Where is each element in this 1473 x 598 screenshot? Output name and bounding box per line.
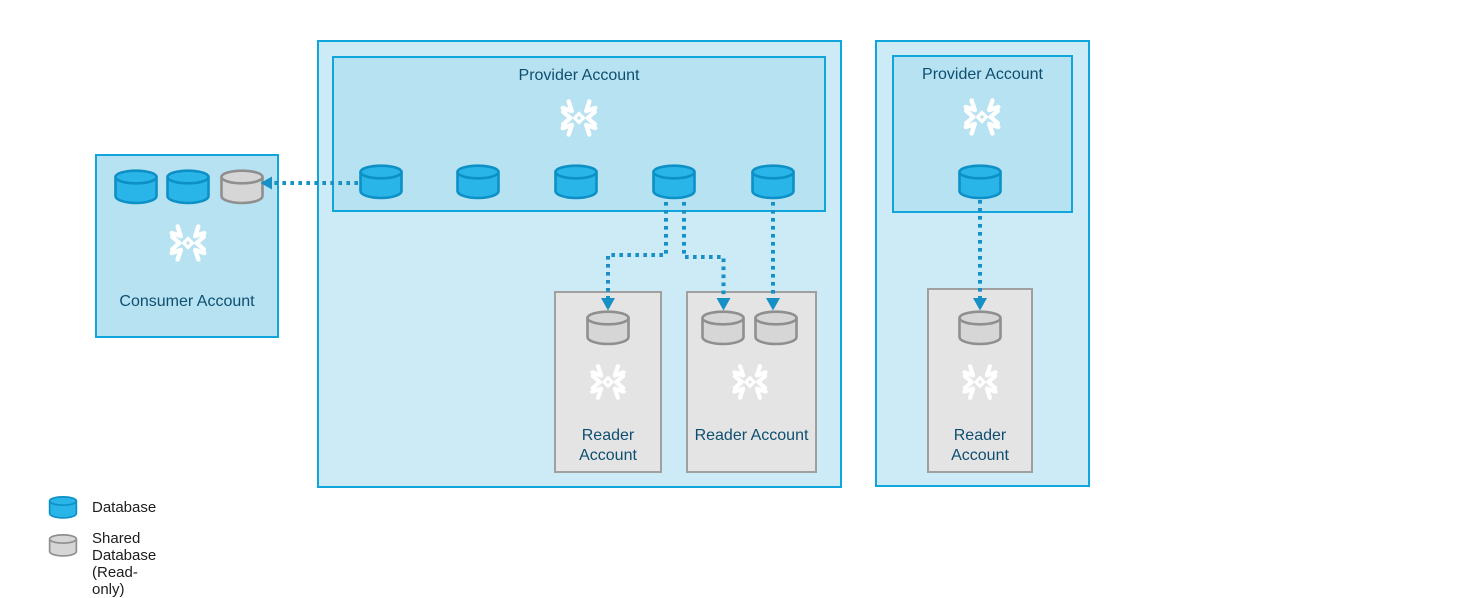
database-icon	[359, 164, 403, 200]
reader-account-label: Reader Account	[951, 427, 1009, 464]
reader-account-label: Reader Account	[694, 427, 809, 444]
database-icon	[456, 164, 500, 200]
snowflake-logo-icon	[959, 94, 1005, 140]
snowflake-logo-icon	[556, 95, 602, 141]
shared-database-icon	[220, 169, 264, 205]
consumer-account-box: Consumer Account	[95, 154, 279, 338]
legend-shared-database-line1: Shared Database	[92, 530, 157, 564]
snowflake-logo-icon	[586, 360, 630, 404]
legend-shared-database-line2: (Read-only)	[92, 564, 138, 598]
provider-org-box-left: Provider Account Reader Account Reader A…	[317, 40, 842, 488]
database-icon	[114, 169, 158, 205]
provider-account-box: Provider Account	[892, 55, 1073, 213]
database-icon	[554, 164, 598, 200]
shared-database-icon	[754, 310, 798, 346]
consumer-account-label: Consumer Account	[119, 293, 255, 310]
reader-account-box: Reader Account	[927, 288, 1033, 473]
database-icon	[751, 164, 795, 200]
shared-database-icon	[48, 534, 78, 557]
provider-org-box-right: Provider Account Reader Account	[875, 40, 1090, 487]
provider-account-box: Provider Account	[332, 56, 826, 212]
reader-account-box: Reader Account	[686, 291, 817, 473]
reader-account-box: Reader Account	[554, 291, 662, 473]
provider-account-title: Provider Account	[922, 66, 1043, 83]
database-icon	[652, 164, 696, 200]
shared-database-icon	[958, 310, 1002, 346]
database-icon	[48, 496, 78, 519]
database-icon	[166, 169, 210, 205]
shared-database-icon	[701, 310, 745, 346]
legend-shared-database-label: Shared Database (Read-only)	[92, 530, 156, 598]
reader-account-label: Reader Account	[579, 427, 637, 464]
snowflake-logo-icon	[728, 360, 772, 404]
snowflake-logo-icon	[958, 360, 1002, 404]
provider-account-title: Provider Account	[518, 67, 640, 84]
snowflake-logo-icon	[165, 220, 211, 266]
shared-database-icon	[586, 310, 630, 346]
database-icon	[958, 164, 1002, 200]
legend-database-label: Database	[92, 499, 157, 516]
